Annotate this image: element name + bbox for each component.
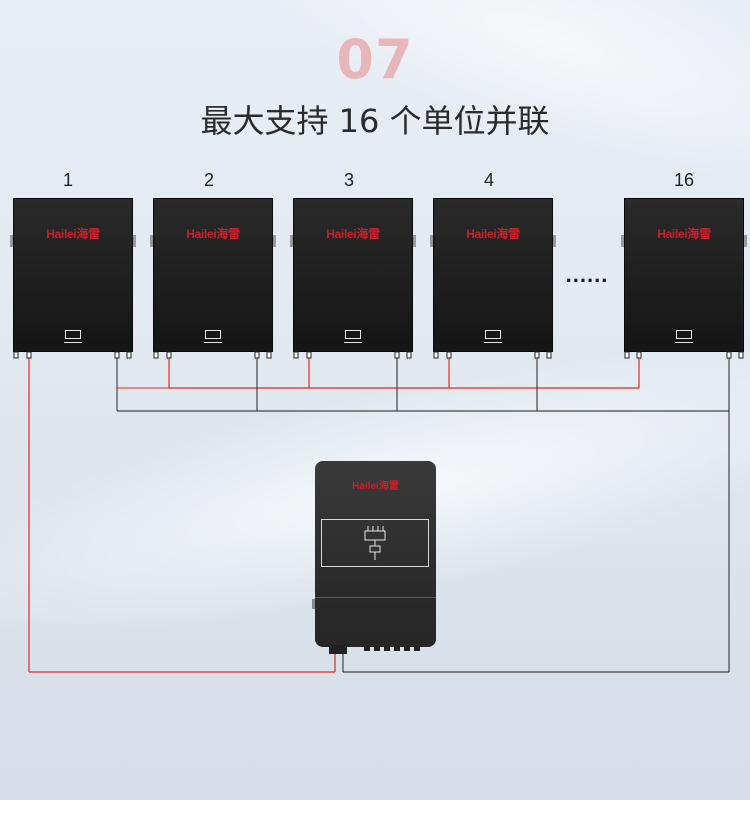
mount-tab [744, 235, 747, 247]
section-number: 07 [336, 28, 414, 91]
mount-tab [150, 235, 153, 247]
inverter-seam [315, 597, 436, 598]
battery-unit-4: Hailei海雷 [430, 198, 556, 352]
inverter-side-switch [312, 599, 315, 609]
port-icon [344, 330, 362, 343]
battery-label-4: 4 [483, 170, 494, 190]
mount-tab [273, 235, 276, 247]
diagram-canvas: 07 最大支持 16 个单位并联 1 [0, 0, 750, 800]
port-icon [204, 330, 222, 343]
inverter-schematic-icon [364, 526, 386, 560]
more-units-ellipsis: ...... [565, 262, 609, 287]
inverter-display-panel [321, 519, 429, 567]
mount-tab [290, 235, 293, 247]
port-icon [675, 330, 693, 343]
battery-unit-3: Hailei海雷 [290, 198, 416, 352]
mount-tab [10, 235, 13, 247]
mount-tab [413, 235, 416, 247]
battery-label-1: 1 [62, 170, 73, 190]
battery-brand: Hailei海雷 [186, 227, 240, 241]
mount-tab [133, 235, 136, 247]
battery-brand: Hailei海雷 [46, 227, 100, 241]
inverter-brand: Hailei海雷 [352, 481, 399, 492]
battery-brand: Hailei海雷 [326, 227, 380, 241]
negative-wires [116, 356, 730, 673]
battery-unit-16: Hailei海雷 [621, 198, 747, 352]
battery-label-3: 3 [343, 170, 354, 190]
mount-tab [553, 235, 556, 247]
battery-brand: Hailei海雷 [657, 227, 711, 241]
positive-wires [28, 356, 640, 673]
battery-label-16: 16 [673, 170, 695, 190]
battery-label-2: 2 [203, 170, 214, 190]
wiring-diagram [28, 356, 730, 673]
port-icon [484, 330, 502, 343]
battery-unit-1: Hailei海雷 [10, 198, 136, 352]
battery-unit-2: Hailei海雷 [150, 198, 276, 352]
page-title: 最大支持 16 个单位并联 [200, 102, 550, 140]
port-icon [64, 330, 82, 343]
mount-tab [621, 235, 624, 247]
battery-brand: Hailei海雷 [466, 227, 520, 241]
inverter-unit: Hailei海雷 [312, 461, 436, 647]
mount-tab [430, 235, 433, 247]
